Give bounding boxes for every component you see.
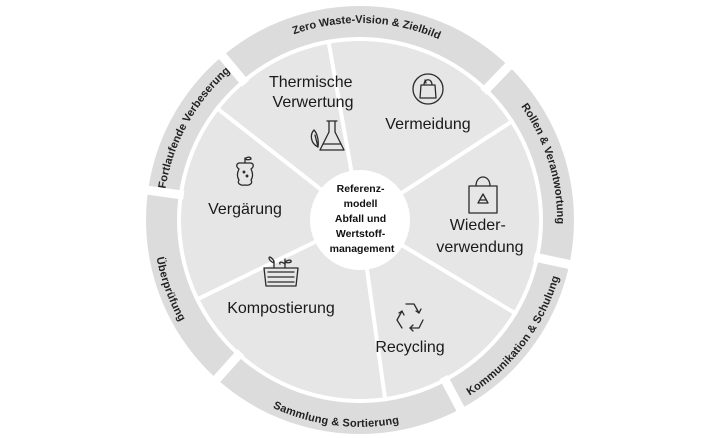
outer-ring-separator — [533, 252, 575, 270]
outer-ring-separator — [480, 60, 515, 96]
center-line: modell — [344, 198, 378, 210]
recycle-bag-icon — [468, 176, 498, 214]
segment-label-vergaerung: Vergärung — [208, 201, 282, 218]
apple-core-icon — [236, 156, 254, 186]
shopping-bag-circle-icon — [412, 73, 444, 105]
center-line: Referenz- — [337, 183, 385, 195]
segment-label-recycling: Recycling — [375, 339, 444, 356]
center-line: Abfall und — [335, 213, 386, 225]
segment-label-thermische-verwertung: Thermische Verwertung — [269, 74, 357, 111]
outer-ring-separator — [210, 349, 245, 386]
flask-leaf-icon — [310, 120, 345, 151]
recycle-arrows-icon — [396, 303, 424, 332]
segment-label-vermeidung: Vermeidung — [385, 116, 470, 133]
center-line: Wertstoff- — [336, 228, 386, 240]
center-line: management — [330, 243, 395, 255]
center-circle — [310, 170, 410, 270]
segment-label-wiederverwendung: Wieder- verwendung — [436, 217, 523, 256]
outer-ring-separator — [143, 185, 185, 200]
center-title: Referenz- modell Abfall und Wertstoff- m… — [330, 183, 395, 255]
outer-ring-separator — [216, 50, 250, 87]
compost-bin-icon — [263, 256, 299, 287]
segment-label-kompostierung: Kompostierung — [227, 300, 335, 317]
outer-ring-separator — [439, 375, 467, 415]
